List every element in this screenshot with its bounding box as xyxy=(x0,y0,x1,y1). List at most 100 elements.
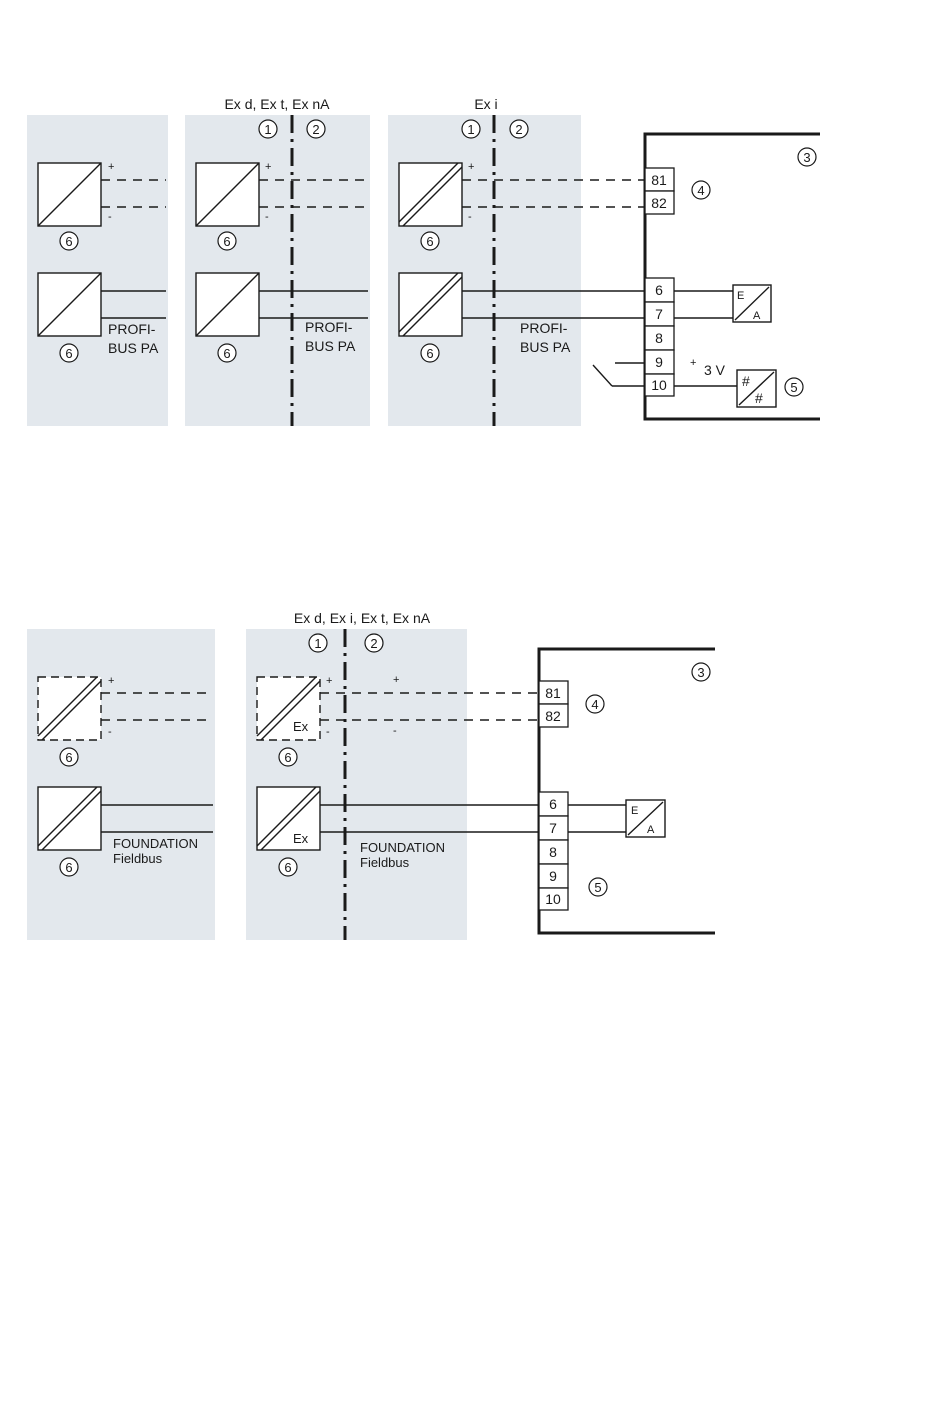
ea-converter: E A xyxy=(626,800,665,837)
svg-text:1: 1 xyxy=(314,636,321,651)
svg-text:6: 6 xyxy=(223,234,230,249)
isolated-bus-coupler-unit xyxy=(399,273,462,336)
bus-coupler-unit xyxy=(196,273,259,336)
svg-text:E: E xyxy=(631,805,638,817)
svg-text:+: + xyxy=(468,161,474,173)
callout-2: 2 xyxy=(510,120,528,138)
svg-text:+: + xyxy=(108,161,114,173)
zone-panel xyxy=(27,115,168,426)
isolated-bus-coupler-unit xyxy=(38,787,101,850)
bus-label: PROFI- xyxy=(108,321,156,337)
svg-text:2: 2 xyxy=(312,122,319,137)
terminal-label: 7 xyxy=(549,820,557,836)
wire-minus-label: - xyxy=(393,725,397,737)
svg-text:+: + xyxy=(108,675,114,687)
svg-text:3: 3 xyxy=(803,150,810,165)
callout-4: 4 xyxy=(586,695,604,713)
svg-text:5: 5 xyxy=(790,380,797,395)
terminal-block-power: 81 82 xyxy=(539,681,568,727)
svg-text:E: E xyxy=(737,290,744,302)
svg-text:6: 6 xyxy=(284,750,291,765)
callout-4: 4 xyxy=(692,181,710,199)
svg-text:-: - xyxy=(468,211,472,223)
callout-3: 3 xyxy=(692,663,710,681)
terminal-label: 10 xyxy=(651,377,667,393)
callout-1: 1 xyxy=(259,120,277,138)
bus-label: BUS PA xyxy=(108,340,159,356)
svg-text:A: A xyxy=(753,310,761,322)
svg-text:6: 6 xyxy=(65,860,72,875)
svg-text:5: 5 xyxy=(594,880,601,895)
ex-label: Ex xyxy=(293,719,309,734)
zone-header: Ex d, Ex i, Ex t, Ex nA xyxy=(294,610,431,626)
zone-header-exd: Ex d, Ex t, Ex nA xyxy=(224,96,330,112)
terminal-label: 9 xyxy=(655,354,663,370)
switch-contact xyxy=(593,365,612,386)
svg-text:-: - xyxy=(108,726,112,738)
callout-2: 2 xyxy=(365,634,383,652)
callout-5: 5 xyxy=(589,878,607,896)
bus-label: FOUNDATION xyxy=(360,840,445,855)
bus-label: PROFI- xyxy=(520,320,568,336)
svg-text:#: # xyxy=(742,373,750,389)
svg-text:2: 2 xyxy=(515,122,522,137)
callout-1: 1 xyxy=(309,634,327,652)
svg-text:6: 6 xyxy=(65,750,72,765)
svg-text:-: - xyxy=(326,726,330,738)
callout-6: 6 xyxy=(421,344,439,362)
bus-label: BUS PA xyxy=(305,338,356,354)
callout-6: 6 xyxy=(60,232,78,250)
svg-text:A: A xyxy=(647,824,655,836)
bottom-diagram: Ex d, Ex i, Ex t, Ex nA 1 2 + - Ex + - + -… xyxy=(27,610,715,940)
svg-text:4: 4 xyxy=(591,697,598,712)
callout-6: 6 xyxy=(279,748,297,766)
terminal-label: 8 xyxy=(655,330,663,346)
zone-header-exi: Ex i xyxy=(474,96,497,112)
terminal-label: 10 xyxy=(545,891,561,907)
callout-1: 1 xyxy=(462,120,480,138)
wire-plus-label: + xyxy=(393,674,399,686)
top-diagram: Ex d, Ex t, Ex nA Ex i 1 2 1 2 + - + - + - xyxy=(27,96,820,426)
svg-text:6: 6 xyxy=(65,346,72,361)
zone-panel xyxy=(246,629,467,940)
digital-converter: # # xyxy=(737,370,776,407)
terminal-label: 82 xyxy=(651,195,667,211)
bus-label: Fieldbus xyxy=(113,851,163,866)
zone-panel xyxy=(388,115,581,426)
terminal-label: 9 xyxy=(549,868,557,884)
terminal-label: 6 xyxy=(549,796,557,812)
svg-text:#: # xyxy=(755,390,763,406)
ea-converter: E A xyxy=(733,285,771,322)
terminal-label: 82 xyxy=(545,708,561,724)
terminal-block-signal: 6 7 8 9 10 xyxy=(645,278,674,396)
terminal-label: 6 xyxy=(655,282,663,298)
callout-3: 3 xyxy=(798,148,816,166)
bus-coupler-unit xyxy=(38,273,101,336)
callout-6: 6 xyxy=(218,232,236,250)
svg-text:-: - xyxy=(265,211,269,223)
svg-text:+: + xyxy=(326,675,332,687)
svg-text:6: 6 xyxy=(426,346,433,361)
svg-text:3: 3 xyxy=(697,665,704,680)
svg-text:4: 4 xyxy=(697,183,704,198)
callout-6: 6 xyxy=(60,748,78,766)
terminal-label: 8 xyxy=(549,844,557,860)
zone-panel xyxy=(185,115,370,426)
svg-text:6: 6 xyxy=(223,346,230,361)
zone-panel xyxy=(27,629,215,940)
terminal-label: 7 xyxy=(655,306,663,322)
svg-text:6: 6 xyxy=(65,234,72,249)
terminal-block-signal: 6 7 8 9 10 xyxy=(539,792,568,910)
bus-label: PROFI- xyxy=(305,319,353,335)
svg-text:6: 6 xyxy=(284,860,291,875)
callout-6: 6 xyxy=(60,344,78,362)
svg-text:2: 2 xyxy=(370,636,377,651)
terminal-label: 81 xyxy=(651,172,667,188)
callout-6: 6 xyxy=(279,858,297,876)
voltage-label: 3 V xyxy=(704,362,726,378)
svg-text:-: - xyxy=(108,211,112,223)
callout-2: 2 xyxy=(307,120,325,138)
bus-label: BUS PA xyxy=(520,339,571,355)
voltage-plus: + xyxy=(690,357,696,369)
